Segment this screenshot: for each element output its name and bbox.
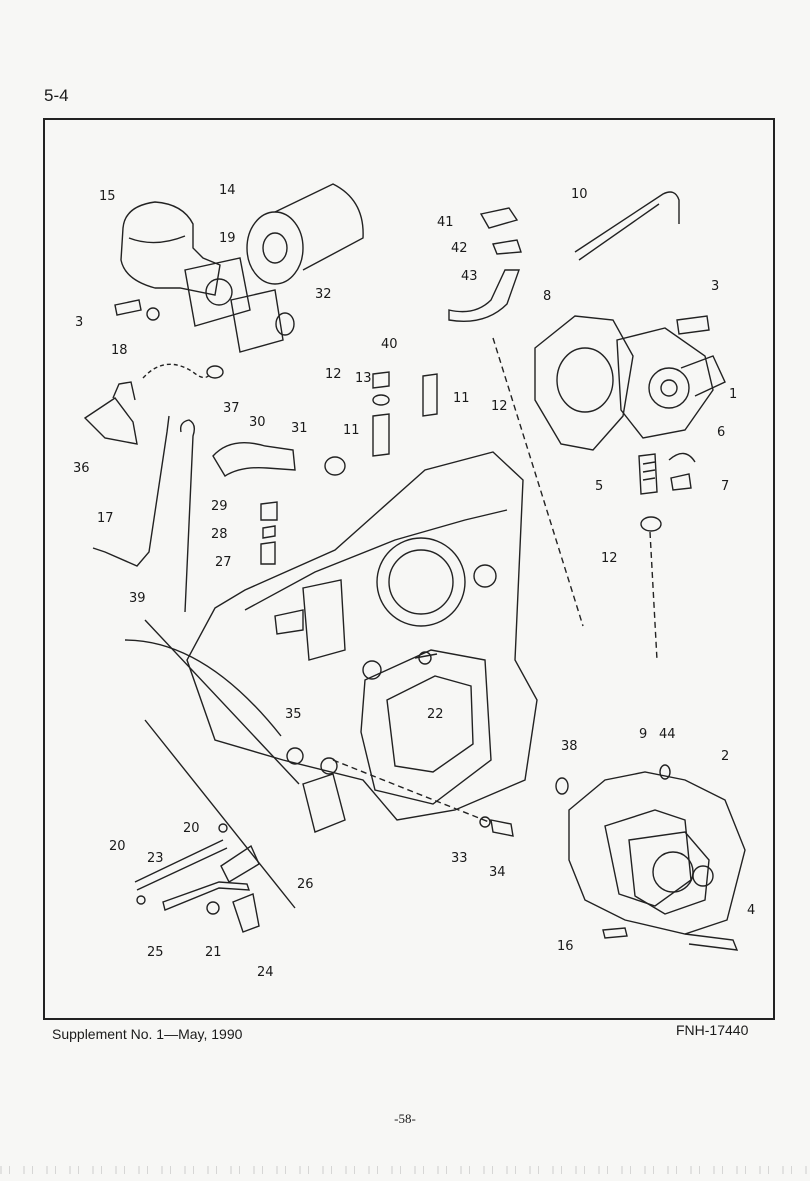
callout-11: 11 <box>453 391 470 406</box>
callout-36: 36 <box>73 461 90 476</box>
callout-13: 13 <box>355 371 372 386</box>
page-number: -58- <box>394 1111 416 1126</box>
callout-31: 31 <box>291 421 308 436</box>
callout-27: 27 <box>215 555 232 570</box>
callout-12b: 12 <box>491 399 508 414</box>
callout-23: 23 <box>147 851 164 866</box>
callout-43: 43 <box>461 269 478 284</box>
callout-34: 34 <box>489 865 506 880</box>
callout-12: 12 <box>325 367 342 382</box>
supplement-note: Supplement No. 1—May, 1990 <box>52 1026 243 1042</box>
callout-39: 39 <box>129 591 146 606</box>
callout-4: 4 <box>747 903 755 918</box>
callout-28: 28 <box>211 527 228 542</box>
callout-10: 10 <box>571 187 588 202</box>
parts-diagram-frame: 1 2 3 3 4 5 6 7 8 9 10 11 11 12 12 12 13… <box>43 118 775 1020</box>
callout-5: 5 <box>595 479 603 494</box>
callout-7: 7 <box>721 479 729 494</box>
callout-3: 3 <box>75 315 83 330</box>
callout-19: 19 <box>219 231 236 246</box>
callout-42: 42 <box>451 241 468 256</box>
callout-9: 9 <box>639 727 647 742</box>
callout-14: 14 <box>219 183 236 198</box>
callout-25: 25 <box>147 945 164 960</box>
callout-2: 2 <box>721 749 729 764</box>
callout-12c: 12 <box>601 551 618 566</box>
callout-38: 38 <box>561 739 578 754</box>
callout-29: 29 <box>211 499 228 514</box>
section-number: 5-4 <box>44 86 69 105</box>
callout-44: 44 <box>659 727 676 742</box>
callout-24: 24 <box>257 965 274 980</box>
figure-code: FNH-17440 <box>676 1022 749 1038</box>
exploded-parts-diagram: 1 2 3 3 4 5 6 7 8 9 10 11 11 12 12 12 13… <box>73 183 755 980</box>
callout-1: 1 <box>729 387 737 402</box>
callout-40: 40 <box>381 337 398 352</box>
callout-20b: 20 <box>109 839 126 854</box>
callout-35: 35 <box>285 707 302 722</box>
callout-18: 18 <box>111 343 128 358</box>
scan-artifact-strip <box>0 1166 810 1174</box>
callout-22: 22 <box>427 707 444 722</box>
callout-3b: 3 <box>711 279 719 294</box>
callout-21: 21 <box>205 945 222 960</box>
callout-11b: 11 <box>343 423 360 438</box>
callout-33: 33 <box>451 851 468 866</box>
callout-6: 6 <box>717 425 725 440</box>
callout-15: 15 <box>99 189 116 204</box>
part-callouts: 1 2 3 3 4 5 6 7 8 9 10 11 11 12 12 12 13… <box>73 183 755 980</box>
callout-37: 37 <box>223 401 240 416</box>
callout-17: 17 <box>97 511 114 526</box>
callout-26: 26 <box>297 877 314 892</box>
callout-16: 16 <box>557 939 574 954</box>
diagram-linework <box>83 183 746 951</box>
callout-20: 20 <box>183 821 200 836</box>
callout-30: 30 <box>249 415 266 430</box>
callout-8: 8 <box>543 289 551 304</box>
callout-41: 41 <box>437 215 454 230</box>
callout-32: 32 <box>315 287 332 302</box>
